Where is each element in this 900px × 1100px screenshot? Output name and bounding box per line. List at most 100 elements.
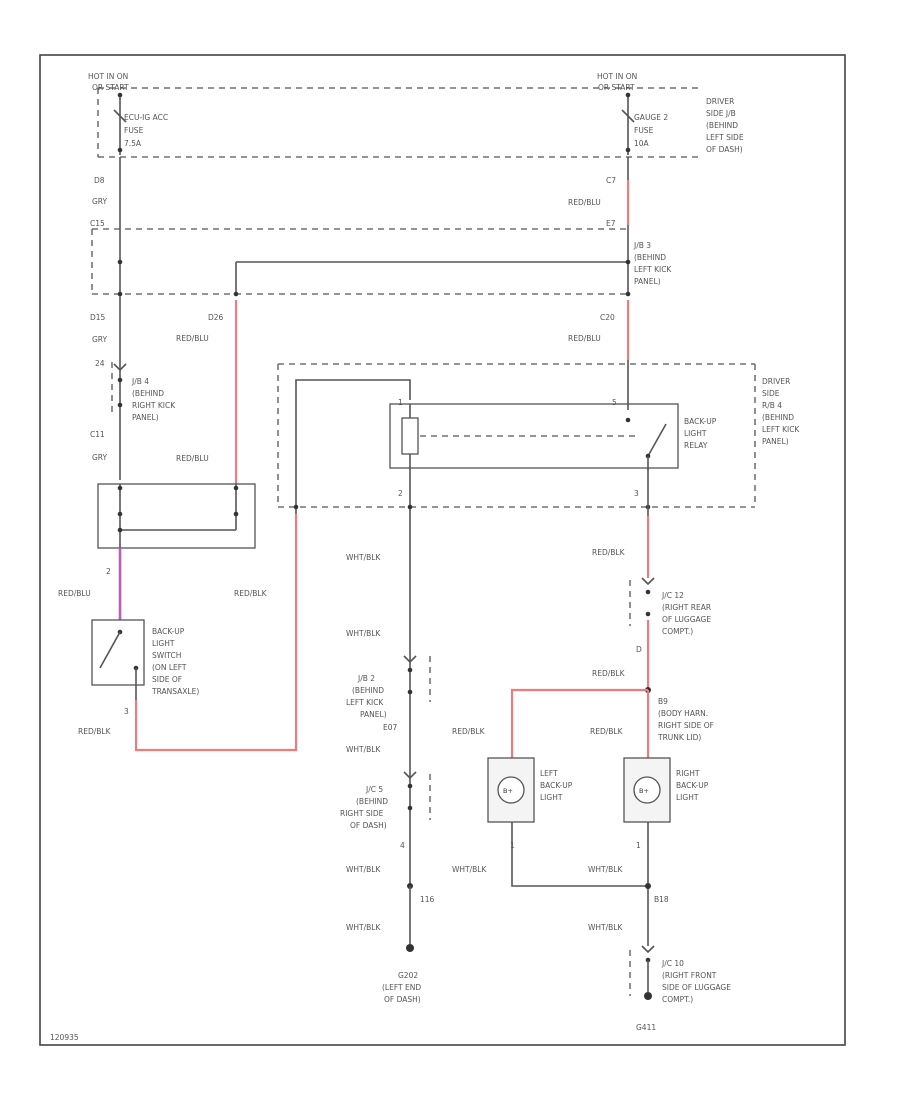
wire-red-blk-return [134, 514, 298, 752]
right-fuse-label-3: 10A [634, 139, 650, 148]
wire-label-wht-blk-4: WHT/BLK [346, 865, 381, 874]
right-lamp-label-1: RIGHT [676, 769, 700, 778]
wire-label-red-blu-5: RED/BLU [58, 589, 91, 598]
jc5-label-4: OF DASH) [350, 821, 387, 830]
right-lamp-bulb-icon [633, 776, 661, 804]
driver-jb-label-5: OF DASH) [706, 145, 743, 154]
right-lamp-label-3: LIGHT [676, 793, 699, 802]
left-fuse-header-1: HOT IN ON [88, 72, 128, 81]
ground-g411 [644, 992, 652, 1000]
jc5-label-3: RIGHT SIDE [340, 809, 384, 818]
jb2-label-1: J/B 2 [357, 674, 375, 683]
pin-3-switch-out: 3 [124, 707, 129, 716]
rb-label-1: DRIVER [762, 377, 790, 386]
driver-jb-label-2: SIDE J/B [706, 109, 736, 118]
jb4-label-1: J/B 4 [131, 377, 149, 386]
pin-e7: E7 [606, 219, 616, 228]
lid-harness-2: RIGHT SIDE OF [658, 721, 714, 730]
wire-label-red-blk-4: RED/BLK [592, 669, 626, 678]
wire-label-wht-blk-6: WHT/BLK [452, 865, 487, 874]
wire-label-red-blu-1: RED/BLU [568, 198, 601, 207]
relay-label-1: BACK-UP [684, 417, 717, 426]
jc12-label-4: COMPT.) [662, 627, 693, 636]
pin-e07: E07 [383, 723, 398, 732]
switch-label-1: BACK-UP [152, 627, 185, 636]
rb-label-2: SIDE [762, 389, 780, 398]
relay-label-2: LIGHT [684, 429, 707, 438]
relay-pin-1: 1 [398, 398, 403, 407]
wire-label-gry-1: GRY [92, 197, 108, 206]
relay-label-3: RELAY [684, 441, 708, 450]
jc12-label-3: OF LUGGAGE [662, 615, 711, 624]
right-lamp-pin-1: 1 [636, 841, 641, 850]
jc10-label-4: COMPT.) [662, 995, 693, 1004]
ground-g202 [406, 944, 414, 952]
jb4-label-3: RIGHT KICK [132, 401, 176, 410]
wire-label-gry-2: GRY [92, 335, 108, 344]
pin-c11: C11 [90, 430, 105, 439]
rb-label-3: R/B 4 [762, 401, 782, 410]
wire-label-red-blk-6: RED/BLK [590, 727, 624, 736]
relay-coil-icon [401, 404, 419, 468]
pin-2-switch-feed: 2 [106, 567, 111, 576]
ground-left-1: G202 [398, 971, 418, 980]
pin-d8: D8 [94, 176, 105, 185]
wire-label-red-blu-4: RED/BLU [568, 334, 601, 343]
left-lamp-pin-1: 1 [510, 841, 515, 850]
wire-to-left-lamp [510, 688, 648, 758]
pin-d26: D26 [208, 313, 224, 322]
left-lamp-bulb-icon [497, 776, 525, 804]
switch-label-6: TRANSAXLE) [151, 687, 199, 696]
pin-116: 116 [420, 895, 435, 904]
pin-c7: C7 [606, 176, 616, 185]
wire-rb-inner-loop [295, 379, 411, 514]
wire-label-wht-blk-8: WHT/BLK [588, 923, 623, 932]
ground-right-id: G411 [636, 1023, 656, 1032]
left-fuse-label-2: FUSE [124, 126, 144, 135]
driver-jb-label-1: DRIVER [706, 97, 734, 106]
left-lamp-label-2: BACK-UP [540, 781, 573, 790]
left-fuse-label-1: ECU-IG ACC [124, 113, 168, 122]
pin-4: 4 [400, 841, 405, 850]
jb4-label-2: (BEHIND [132, 389, 164, 398]
wire-label-gry-3: GRY [92, 453, 108, 462]
pin-c20: C20 [600, 313, 615, 322]
left-lamp-label-1: LEFT [540, 769, 558, 778]
rb-label-6: PANEL) [762, 437, 789, 446]
ground-left-3: OF DASH) [384, 995, 421, 1004]
jc10-label-1: J/C 10 [661, 959, 684, 968]
pin-d: D [636, 645, 642, 654]
wire-label-wht-blk-2: WHT/BLK [346, 629, 381, 638]
left-lamp-label-3: LIGHT [540, 793, 563, 802]
relay-switch-icon [625, 360, 667, 470]
wire-label-wht-blk-7: WHT/BLK [588, 865, 623, 874]
wire-label-red-blk-5: RED/BLK [452, 727, 486, 736]
jc10-label-3: SIDE OF LUGGAGE [662, 983, 731, 992]
pin-d15: D15 [90, 313, 106, 322]
switch-label-2: LIGHT [152, 639, 175, 648]
wire-label-wht-blk-1: WHT/BLK [346, 553, 381, 562]
relay-pin-2: 2 [398, 489, 403, 498]
left-lamp-symbol: B+ [503, 787, 513, 795]
jc12-label-2: (RIGHT REAR [662, 603, 711, 612]
jb2-label-2: (BEHIND [352, 686, 384, 695]
jc5-label-1: J/C 5 [365, 785, 383, 794]
relay-pin-5: 5 [612, 398, 617, 407]
right-lamp-label-2: BACK-UP [676, 781, 709, 790]
diagram-frame [39, 54, 846, 1046]
jb2-connector [403, 655, 431, 702]
wire-label-red-blu-3: RED/BLU [176, 454, 209, 463]
rb-label-4: (BEHIND [762, 413, 794, 422]
wire-left-lamp-ground [511, 822, 648, 887]
jb4-pin-24: 24 [95, 359, 105, 368]
jb3-label-2: (BEHIND [634, 253, 666, 262]
jc5-label-2: (BEHIND [356, 797, 388, 806]
right-lamp-symbol: B+ [639, 787, 649, 795]
lid-harness-1: (BODY HARN. [658, 709, 708, 718]
jc10-connector [629, 945, 655, 996]
right-fuse-label-2: FUSE [634, 126, 654, 135]
figure-id: 120935 [50, 1033, 79, 1042]
driver-jb-label-4: LEFT SIDE [706, 133, 744, 142]
left-fuse-header-2: OR START [92, 83, 129, 92]
